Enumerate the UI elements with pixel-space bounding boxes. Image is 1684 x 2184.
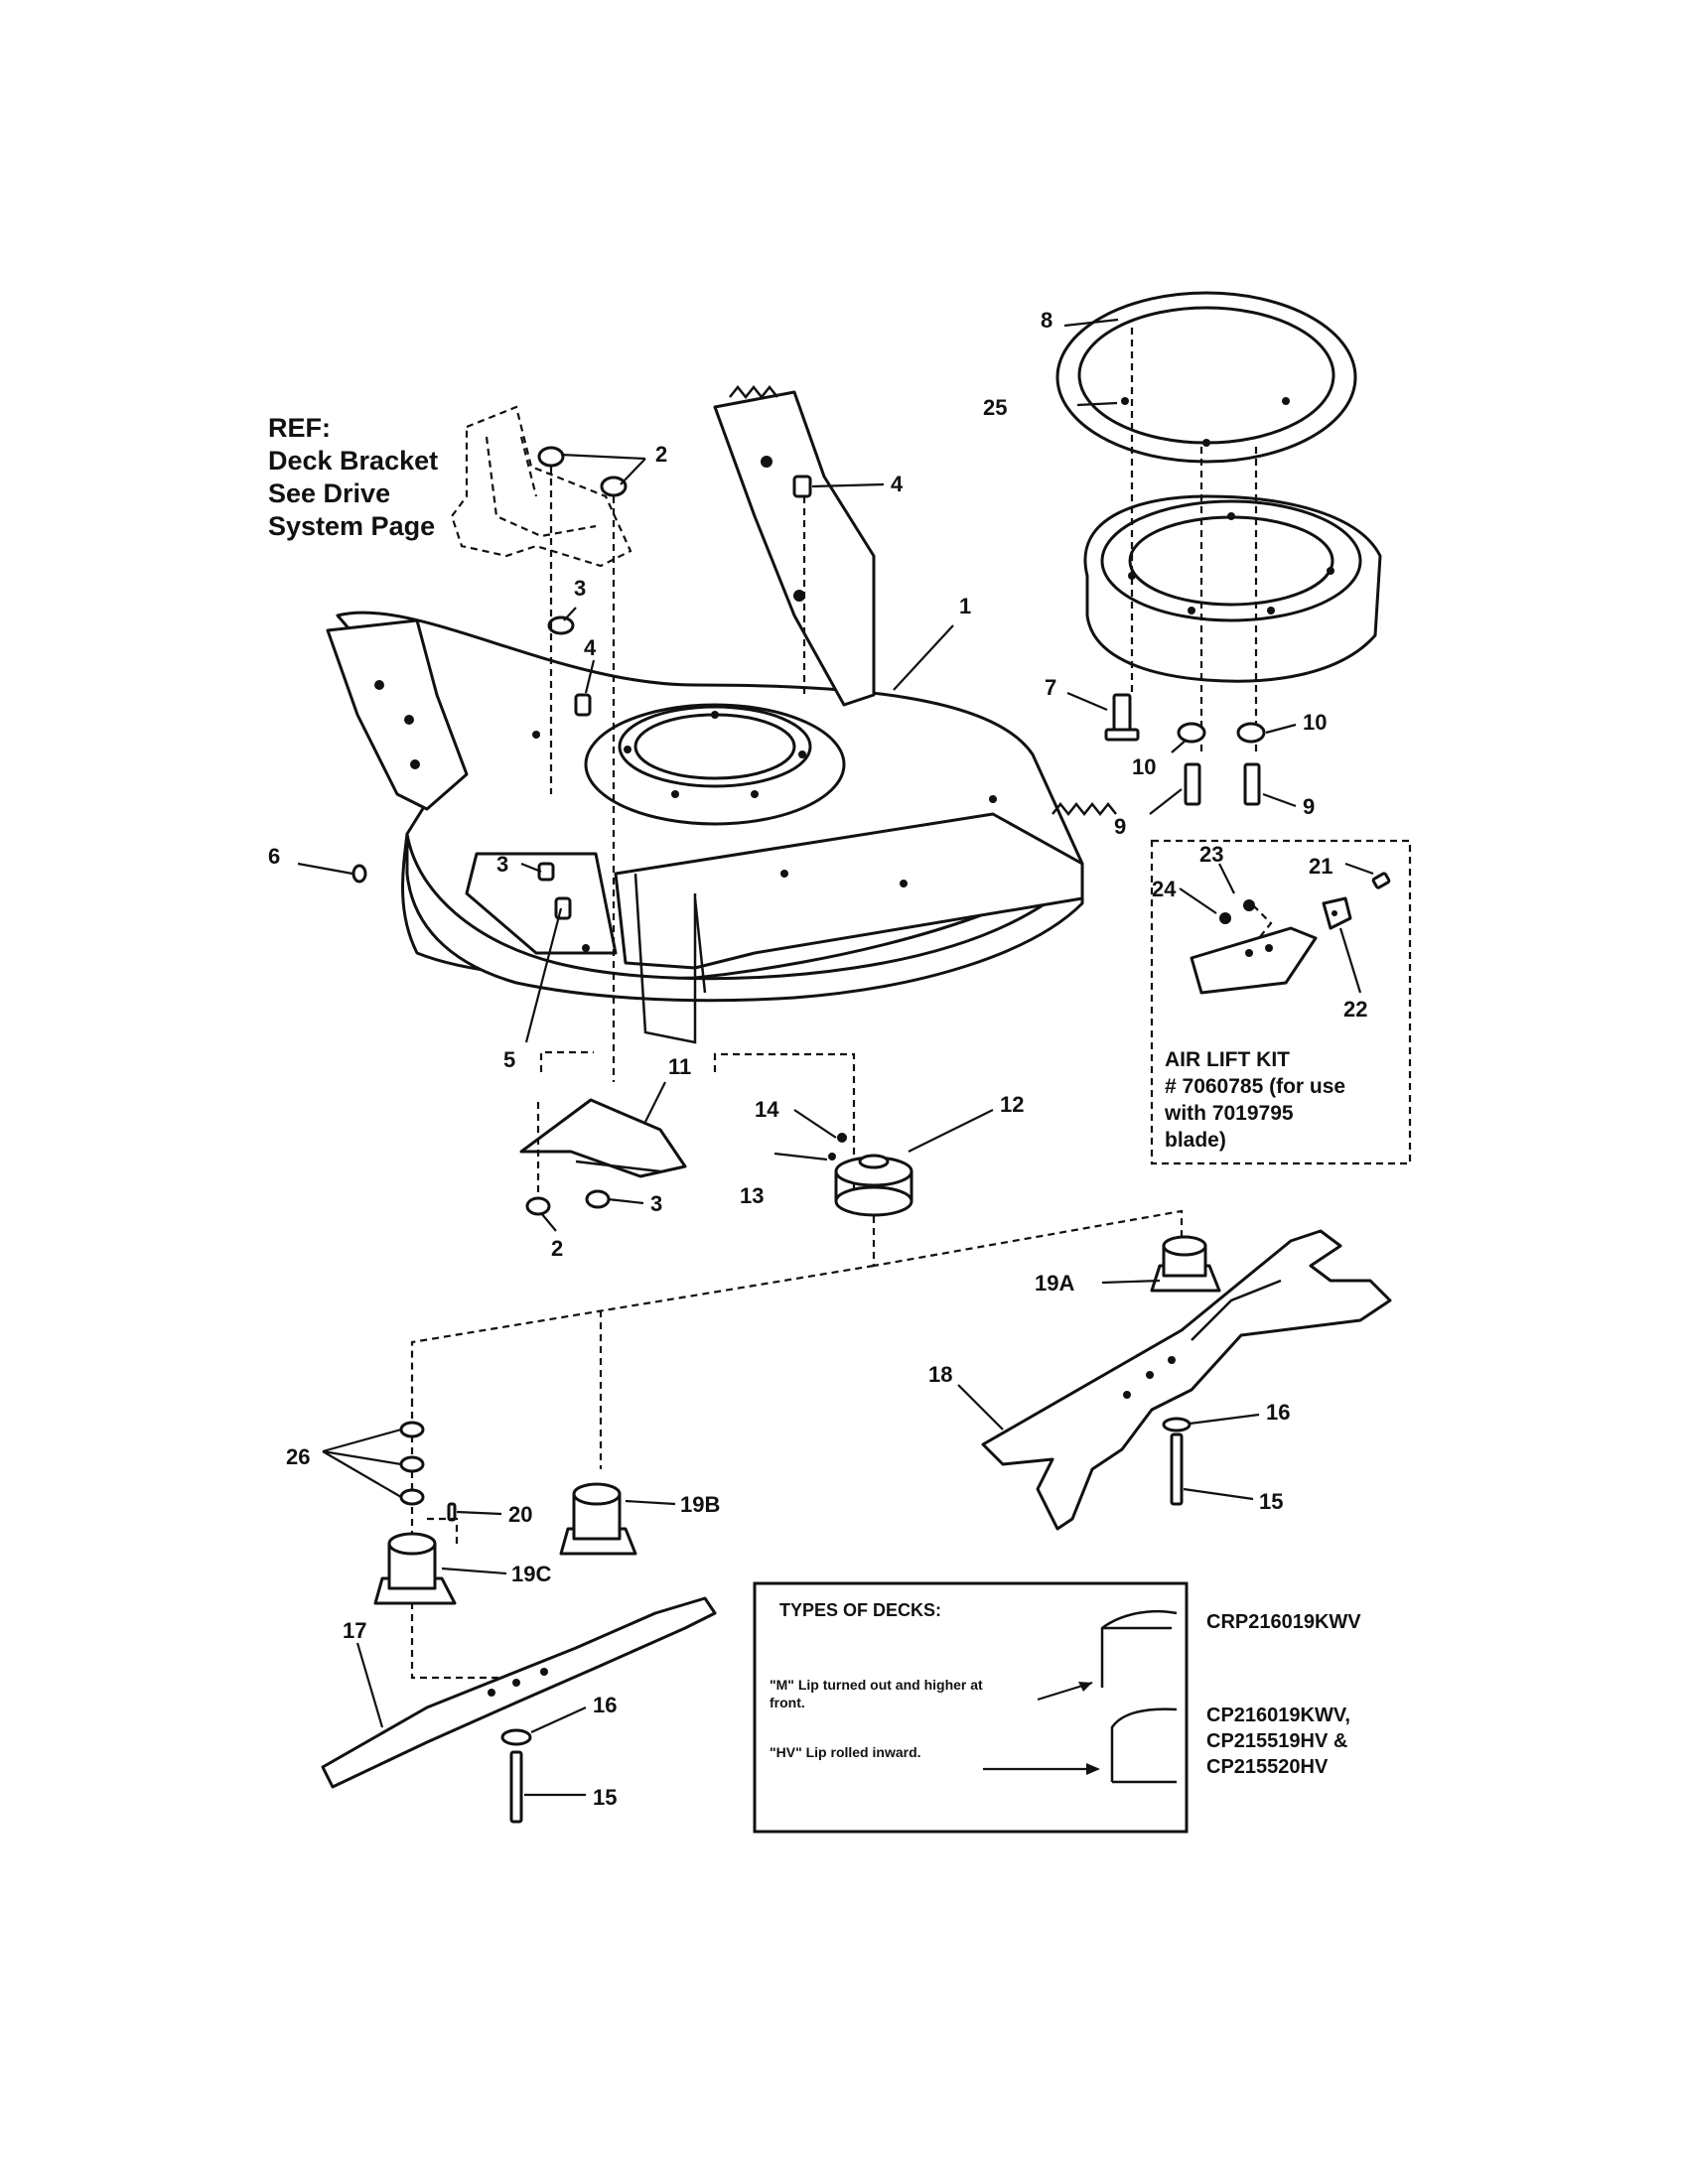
m-deck-models: CRP216019KWV <box>1206 1611 1361 1633</box>
callout-8: 8 <box>1041 308 1052 333</box>
kit-line-4: blade) <box>1165 1129 1226 1152</box>
callout-7: 7 <box>1045 675 1056 700</box>
callout-16-bottom: 16 <box>593 1693 617 1717</box>
leader-lines <box>297 318 1374 1797</box>
kit-line-3: with 7019795 <box>1164 1102 1294 1125</box>
callout-2-top: 2 <box>655 442 667 467</box>
m-lip-note-2: front. <box>770 1695 805 1710</box>
ref-line-1: REF: <box>268 413 331 443</box>
callout-19c: 19C <box>511 1562 551 1586</box>
reference-note: REF: Deck Bracket See Drive System Page <box>268 413 438 541</box>
hv-lip-note: "HV" Lip rolled inward. <box>770 1744 921 1760</box>
m-lip-note-1: "M" Lip turned out and higher at <box>770 1677 983 1693</box>
callout-15-bottom: 15 <box>593 1785 617 1810</box>
callout-10-left: 10 <box>1132 754 1156 779</box>
callout-14: 14 <box>755 1097 779 1122</box>
callout-numbers: 1 2 2 3 3 3 4 4 5 6 7 8 9 9 10 10 11 12 … <box>268 308 1367 1810</box>
mower-deck-housing <box>326 384 1117 1044</box>
callout-20: 20 <box>508 1502 532 1527</box>
callout-9-left: 9 <box>1114 814 1126 839</box>
callout-6: 6 <box>268 844 280 869</box>
deck-types-title: TYPES OF DECKS: <box>779 1600 941 1620</box>
callout-16-right: 16 <box>1266 1400 1290 1425</box>
ref-line-3: See Drive <box>268 478 390 508</box>
callout-5: 5 <box>503 1047 515 1072</box>
spacers-part-26 <box>399 1421 459 1549</box>
ref-line-4: System Page <box>268 511 435 541</box>
deck-hardware <box>351 446 812 1082</box>
callout-15-right: 15 <box>1259 1489 1283 1514</box>
ref-line-2: Deck Bracket <box>268 446 438 476</box>
spindle-connector-lines <box>410 1209 1184 1680</box>
callout-3-top: 3 <box>574 576 586 601</box>
callout-23: 23 <box>1199 842 1223 867</box>
callout-13: 13 <box>740 1183 764 1208</box>
callout-17: 17 <box>343 1618 366 1643</box>
callout-10-right: 10 <box>1303 710 1327 735</box>
hv-deck-models-3: CP215520HV <box>1206 1756 1329 1778</box>
callout-25: 25 <box>983 395 1007 420</box>
callout-18: 18 <box>928 1362 952 1387</box>
callout-3-bottom: 3 <box>650 1191 662 1216</box>
blade-adapter-19b <box>559 1482 637 1556</box>
callout-11: 11 <box>668 1054 691 1079</box>
air-lift-kit-box: AIR LIFT KIT # 7060785 (for use with 701… <box>1150 839 1412 1165</box>
callout-3-baffle: 3 <box>496 852 508 877</box>
callout-21: 21 <box>1309 854 1333 879</box>
blade-adapter-19a <box>1150 1235 1221 1293</box>
callout-2-bottom: 2 <box>551 1236 563 1261</box>
callout-4-top: 4 <box>891 472 904 496</box>
callout-22: 22 <box>1343 997 1367 1022</box>
hv-deck-models-1: CP216019KWV, <box>1206 1705 1350 1726</box>
callout-12: 12 <box>1000 1092 1024 1117</box>
callout-9-right: 9 <box>1303 794 1315 819</box>
callout-1: 1 <box>959 594 971 618</box>
kit-line-1: AIR LIFT KIT <box>1165 1048 1290 1071</box>
callout-26: 26 <box>286 1444 310 1469</box>
hv-deck-models-2: CP215519HV & <box>1206 1730 1347 1752</box>
callout-19a: 19A <box>1035 1271 1074 1296</box>
callout-19b: 19B <box>680 1492 720 1517</box>
callout-4-mid: 4 <box>584 635 597 660</box>
pulley-part-12 <box>828 1133 913 1217</box>
blade-part-18 <box>981 1229 1392 1531</box>
baffle-part-11 <box>519 1050 856 1216</box>
deck-types-box: TYPES OF DECKS: "M" Lip turned out and h… <box>753 1581 1361 1834</box>
deck-bracket-reference <box>450 405 632 568</box>
blade-adapter-19c <box>373 1532 457 1605</box>
blade-adapter-ring-assembly <box>1055 291 1382 806</box>
callout-24: 24 <box>1152 877 1177 901</box>
blade-part-17 <box>321 1596 717 1824</box>
kit-line-2: # 7060785 (for use <box>1165 1075 1345 1098</box>
